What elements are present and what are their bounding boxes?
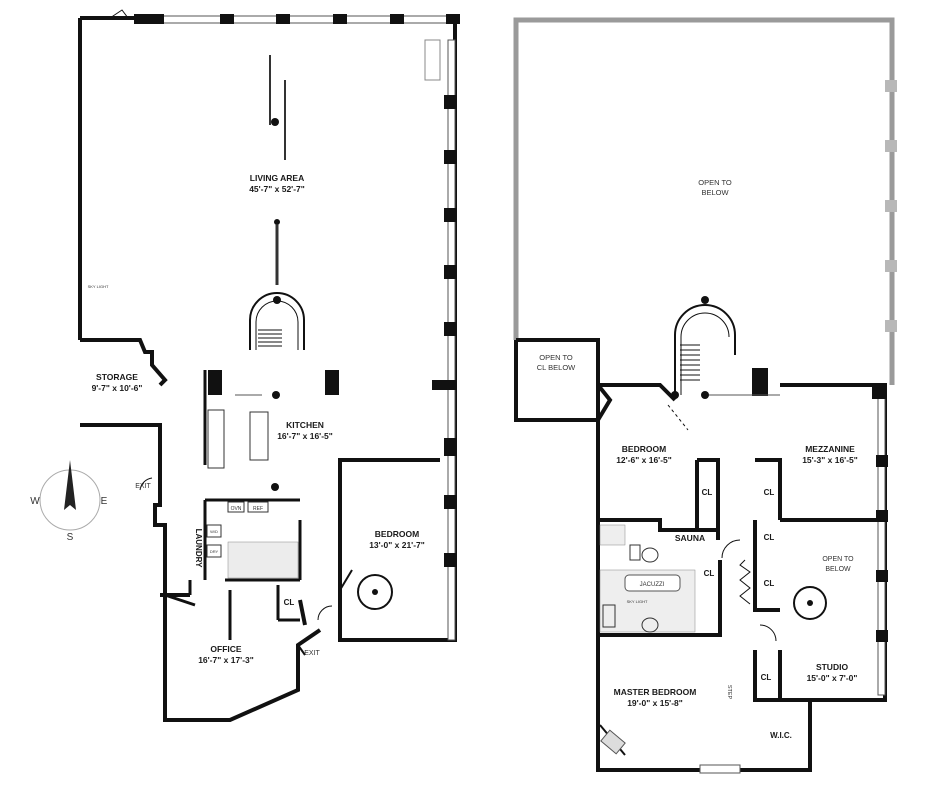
closet-label-5: CL xyxy=(764,579,775,588)
closet-label-3: CL xyxy=(764,533,775,542)
open-to-below-main-line2: BELOW xyxy=(701,188,729,197)
jacuzzi-label: JACUZZI xyxy=(640,582,665,588)
left-stair xyxy=(249,292,305,350)
open-to-below-studio-line2: BELOW xyxy=(825,566,851,573)
room-name-office: OFFICE xyxy=(210,644,241,654)
room-dims-master-bedroom: 19'-0" x 15'-8" xyxy=(627,698,683,708)
top-windows xyxy=(139,15,456,24)
skylight-label-left: SKY LIGHT xyxy=(88,284,109,289)
compass-rose: W E S xyxy=(30,460,108,543)
compass-west: W xyxy=(30,496,40,507)
room-dims-storage: 9'-7" x 10'-6" xyxy=(92,383,143,393)
room-name-living-area: LIVING AREA xyxy=(250,173,304,183)
right-floor-plan xyxy=(513,17,897,774)
north-arrow-icon xyxy=(64,460,76,510)
closet-label-1: CL xyxy=(702,488,713,497)
room-name-mezzanine: MEZZANINE xyxy=(805,444,855,454)
room-name-kitchen: KITCHEN xyxy=(286,420,324,430)
open-to-below-main-line1: OPEN TO xyxy=(698,178,732,187)
closet-label-left: CL xyxy=(284,598,295,607)
room-name-upper-bedroom: BEDROOM xyxy=(622,444,666,454)
closet-label-2: CL xyxy=(764,488,775,497)
fridge-label: REF xyxy=(253,506,263,512)
closet-label-4: CL xyxy=(704,569,715,578)
room-name-studio: STUDIO xyxy=(816,662,849,672)
sauna-label: SAUNA xyxy=(675,533,705,543)
wic-label: W.I.C. xyxy=(770,731,792,740)
room-dims-upper-bedroom: 12'-6" x 16'-5" xyxy=(616,455,672,465)
room-dims-office: 16'-7" x 17'-3" xyxy=(198,655,254,665)
room-name-storage: STORAGE xyxy=(96,372,138,382)
open-to-cl-below-outline xyxy=(514,338,600,422)
open-to-below-outline xyxy=(513,17,895,385)
open-to-cl-below-line1: OPEN TO xyxy=(539,353,573,362)
compass-south: S xyxy=(67,532,74,543)
skylight-label-right: SKY LIGHT xyxy=(627,599,648,604)
room-dims-kitchen: 16'-7" x 16'-5" xyxy=(277,431,333,441)
room-name-bedroom: BEDROOM xyxy=(375,529,419,539)
room-dims-mezzanine: 15'-3" x 16'-5" xyxy=(802,455,858,465)
compass-east: E xyxy=(101,496,108,507)
step-label: STEP xyxy=(726,685,732,700)
storage-wall xyxy=(80,338,168,387)
room-name-master-bedroom: MASTER BEDROOM xyxy=(614,687,697,697)
right-stair xyxy=(671,296,736,399)
left-floor-plan xyxy=(78,9,460,722)
room-dims-bedroom: 13'-0" x 21'-7" xyxy=(369,540,425,550)
washer-label: W/D xyxy=(210,529,218,534)
exit-label-lower: EXIT xyxy=(304,650,320,657)
exit-label-upper: EXIT xyxy=(135,483,151,490)
open-to-below-studio-line1: OPEN TO xyxy=(822,556,854,563)
laundry-label: LAUNDRY xyxy=(194,529,203,568)
closet-label-6: CL xyxy=(761,673,772,682)
room-dims-studio: 15'-0" x 7'-0" xyxy=(807,673,858,683)
oven-label: OVN xyxy=(231,506,242,512)
left-outer-wall xyxy=(78,18,322,722)
room-dims-living-area: 45'-7" x 52'-7" xyxy=(249,184,305,194)
open-to-cl-below-line2: CL BELOW xyxy=(537,363,576,372)
east-windows xyxy=(447,39,456,641)
dryer-label: DRY xyxy=(210,549,219,554)
